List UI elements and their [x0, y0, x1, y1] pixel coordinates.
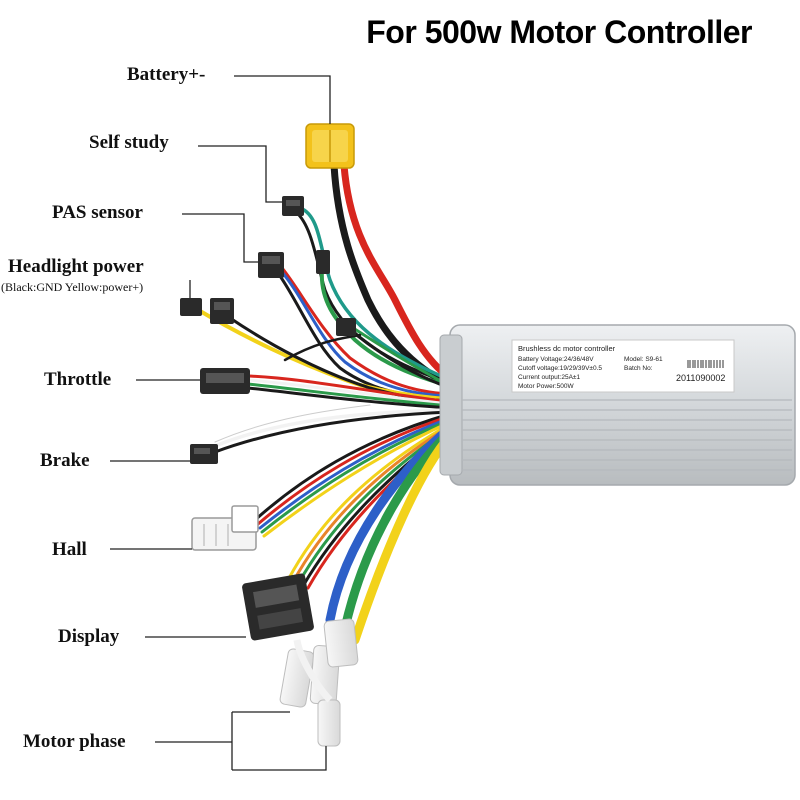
hall-wire-yellow	[262, 420, 452, 538]
throttle-connector	[200, 368, 250, 394]
label-throttle: Throttle	[44, 369, 112, 390]
hall-connector	[191, 505, 259, 551]
label-motor-phase: Motor phase	[23, 731, 126, 752]
self-study-connector	[282, 196, 304, 216]
display-connector	[242, 573, 314, 641]
phase-wire-yellow	[350, 431, 455, 645]
sticker-heading: Brushless dc motor controller	[518, 344, 616, 353]
sticker-motor-power: Motor Power:500W	[518, 383, 574, 390]
sticker-battery-voltage: Battery Voltage:24/36/48V	[518, 356, 594, 363]
controller-housing: Brushless dc motor controller Battery Vo…	[439, 324, 796, 486]
sticker-batch-number: 2011090002	[676, 373, 725, 383]
label-headlight-note: (Black:GND Yellow:power+)	[1, 280, 144, 294]
throttle-wire-green	[246, 382, 452, 408]
sticker-model: Model: S9-61	[624, 356, 663, 363]
label-battery: Battery+-	[127, 64, 206, 85]
brake-wire-white	[213, 408, 452, 448]
brake-wire-black	[213, 410, 452, 454]
label-brake: Brake	[40, 450, 90, 471]
sticker-current-output: Current output:25A±1	[518, 374, 580, 381]
hall-wire-green	[260, 418, 452, 534]
label-display: Display	[58, 626, 120, 647]
display-wire-orange	[291, 424, 452, 584]
barcode	[687, 360, 724, 368]
throttle-wire-white	[246, 378, 452, 406]
motor-phase-connectors	[279, 618, 359, 747]
sticker-batch: Batch No:	[624, 365, 653, 372]
brake-connector	[190, 444, 218, 464]
pas-connector	[258, 252, 284, 278]
label-headlight-power: Headlight power	[8, 256, 144, 277]
label-hall: Hall	[52, 539, 87, 560]
label-pas-sensor: PAS sensor	[52, 202, 143, 223]
pas-wire-red	[280, 266, 452, 396]
throttle-wire-red	[246, 374, 452, 404]
wire-bundle	[193, 161, 455, 645]
hall-wire-black	[253, 412, 452, 522]
battery-wire-red	[340, 161, 454, 382]
display-wire-yellow	[286, 422, 452, 582]
sticker-cutoff-voltage: Cutoff voltage:19/29/39V±0.5	[518, 365, 602, 372]
label-self-study: Self study	[89, 132, 169, 153]
throttle-wire-black	[246, 386, 452, 410]
self-study-wire-black	[294, 210, 452, 385]
hall-wire-blue	[258, 416, 452, 530]
hall-wire-red	[256, 414, 452, 526]
battery-connector	[305, 123, 355, 169]
headlight-connector	[180, 298, 234, 324]
self-study-wire-teal	[298, 206, 452, 382]
phase-wire-green	[340, 427, 455, 633]
page-title: For 500w Motor Controller	[366, 14, 752, 50]
phase-wire-blue	[325, 423, 455, 625]
leader-lines	[110, 75, 331, 771]
pas-wire-blue	[280, 270, 452, 398]
small-connector	[316, 250, 356, 336]
